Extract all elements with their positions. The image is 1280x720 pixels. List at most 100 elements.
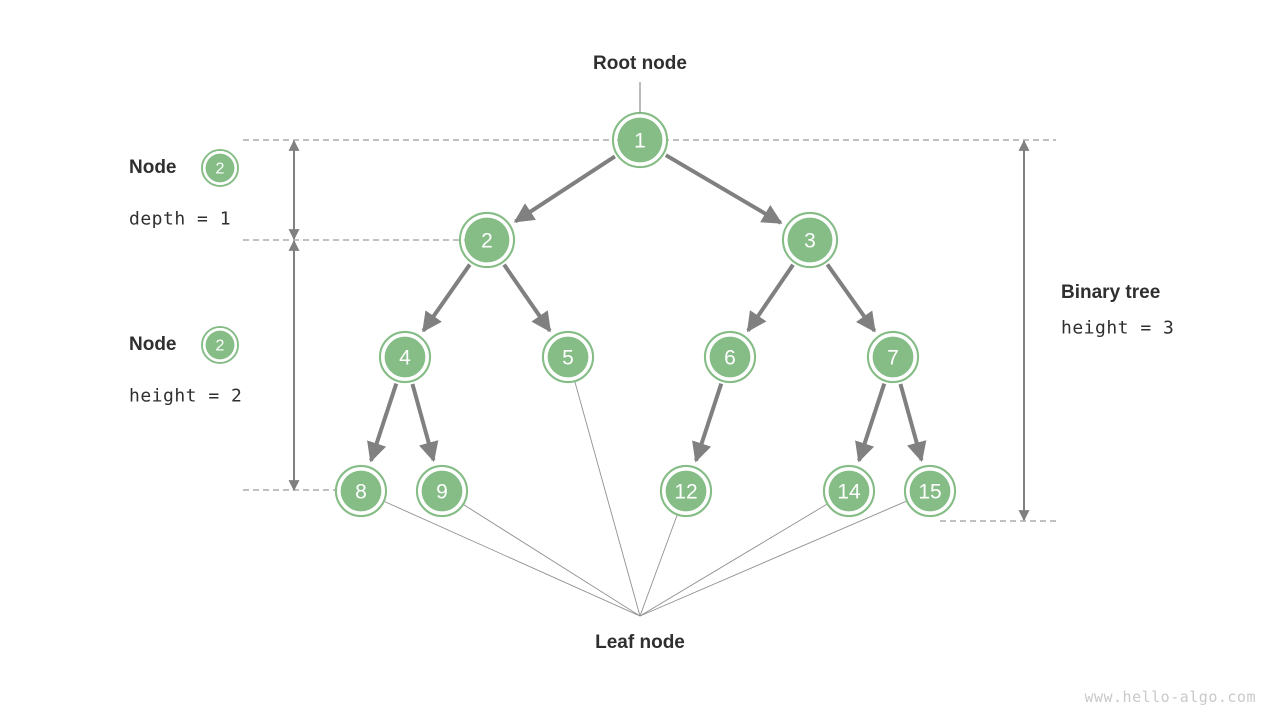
node-disc xyxy=(547,336,589,378)
tree-node-5[interactable]: 5 xyxy=(541,330,595,384)
tree-edge-2-to-4 xyxy=(421,263,472,333)
node-value-label: 2 xyxy=(481,230,493,253)
node-disc xyxy=(665,470,707,512)
binary-tree-title: Binary tree xyxy=(1061,282,1161,303)
node-inner-ring xyxy=(337,467,385,515)
node-value-label: 4 xyxy=(399,347,411,370)
node-outer-ring xyxy=(541,330,595,384)
tree-edge-4-to-9 xyxy=(410,383,439,463)
node-value-label: 9 xyxy=(436,481,448,504)
node-inner-ring xyxy=(418,467,466,515)
node-value-label: 5 xyxy=(562,347,574,370)
node-outer-ring xyxy=(378,330,432,384)
leaf-pointer-line-15 xyxy=(639,500,907,617)
node-disc xyxy=(909,470,951,512)
measurement-arrows-group xyxy=(288,139,1030,522)
watermark: www.hello-algo.com xyxy=(1084,688,1256,706)
node-disc xyxy=(617,117,663,163)
leaf-node-label: Leaf node xyxy=(595,632,685,653)
tree-node-14[interactable]: 14 xyxy=(822,464,876,518)
leaf-pointer-line-8 xyxy=(384,501,641,617)
tree-node-1[interactable]: 1 xyxy=(611,111,669,169)
node-value-label: 14 xyxy=(837,481,861,504)
node-inner-ring xyxy=(614,114,666,166)
node-depth-badge: 2 xyxy=(201,149,239,187)
tree-edge-7-to-15 xyxy=(898,383,927,463)
node-outer-ring xyxy=(703,330,757,384)
tree-node-9[interactable]: 9 xyxy=(415,464,469,518)
node-outer-ring xyxy=(781,211,839,269)
node-outer-ring xyxy=(659,464,713,518)
node-value-label: 7 xyxy=(887,347,899,370)
tree-edge-1-to-3 xyxy=(664,153,783,225)
node-disc xyxy=(787,217,833,263)
leaf-pointer-line-12 xyxy=(639,515,678,617)
node-value-label: 12 xyxy=(674,481,697,504)
leaf-pointer-line-14 xyxy=(639,503,827,617)
node-value-label: 6 xyxy=(724,347,736,370)
leaf-pointer-lines-group xyxy=(384,381,907,617)
node-height-badge: 2 xyxy=(201,326,239,364)
node-disc xyxy=(872,336,914,378)
node-disc xyxy=(828,470,870,512)
node-outer-ring xyxy=(415,464,469,518)
node-depth-value: depth = 1 xyxy=(129,208,232,230)
tree-edges-group xyxy=(367,153,927,463)
tree-node-7[interactable]: 7 xyxy=(866,330,920,384)
node-inner-ring xyxy=(706,333,754,381)
node-disc xyxy=(340,470,382,512)
node-value-label: 1 xyxy=(634,130,646,153)
tree-edge-2-to-5 xyxy=(502,263,552,333)
leaf-pointer-line-9 xyxy=(463,504,641,617)
node-outer-ring xyxy=(458,211,516,269)
badge-outer-ring xyxy=(201,149,239,187)
node-disc xyxy=(464,217,510,263)
node-outer-ring xyxy=(822,464,876,518)
badge-inner-ring xyxy=(202,150,237,185)
node-value-label: 8 xyxy=(355,481,367,504)
node-inner-ring xyxy=(784,214,836,266)
node-inner-ring xyxy=(381,333,429,381)
tree-node-3[interactable]: 3 xyxy=(781,211,839,269)
tree-node-2[interactable]: 2 xyxy=(458,211,516,269)
tree-edge-3-to-7 xyxy=(825,263,877,333)
node-disc xyxy=(384,336,426,378)
legend-badges-group: 22 xyxy=(201,149,239,364)
node-depth-title: Node xyxy=(129,157,177,178)
node-outer-ring xyxy=(334,464,388,518)
tree-node-15[interactable]: 15 xyxy=(903,464,957,518)
badge-disc xyxy=(205,153,235,183)
binary-tree-height-value: height = 3 xyxy=(1061,317,1175,339)
tree-edge-1-to-2 xyxy=(513,154,616,224)
node-inner-ring xyxy=(461,214,513,266)
node-value-label: 15 xyxy=(918,481,941,504)
node-outer-ring xyxy=(866,330,920,384)
tree-edge-3-to-6 xyxy=(746,263,795,333)
tree-node-4[interactable]: 4 xyxy=(378,330,432,384)
node-height-title: Node xyxy=(129,334,177,355)
tree-node-12[interactable]: 12 xyxy=(659,464,713,518)
node-inner-ring xyxy=(869,333,917,381)
node-inner-ring xyxy=(906,467,954,515)
node-height-value: height = 2 xyxy=(129,385,243,407)
node-disc xyxy=(709,336,751,378)
tree-edge-6-to-12 xyxy=(692,382,724,463)
leaf-pointer-line-5 xyxy=(574,381,641,617)
node-inner-ring xyxy=(662,467,710,515)
badge-disc xyxy=(205,330,235,360)
badge-value-label: 2 xyxy=(216,338,225,355)
node-disc xyxy=(421,470,463,512)
guide-lines-group xyxy=(243,139,1056,522)
node-inner-ring xyxy=(825,467,873,515)
badge-inner-ring xyxy=(202,328,237,363)
tree-edge-7-to-14 xyxy=(855,382,887,463)
badge-value-label: 2 xyxy=(216,161,225,178)
badge-outer-ring xyxy=(201,326,239,364)
node-outer-ring xyxy=(903,464,957,518)
tree-node-6[interactable]: 6 xyxy=(703,330,757,384)
tree-edge-4-to-8 xyxy=(367,382,399,463)
tree-node-8[interactable]: 8 xyxy=(334,464,388,518)
node-inner-ring xyxy=(544,333,592,381)
